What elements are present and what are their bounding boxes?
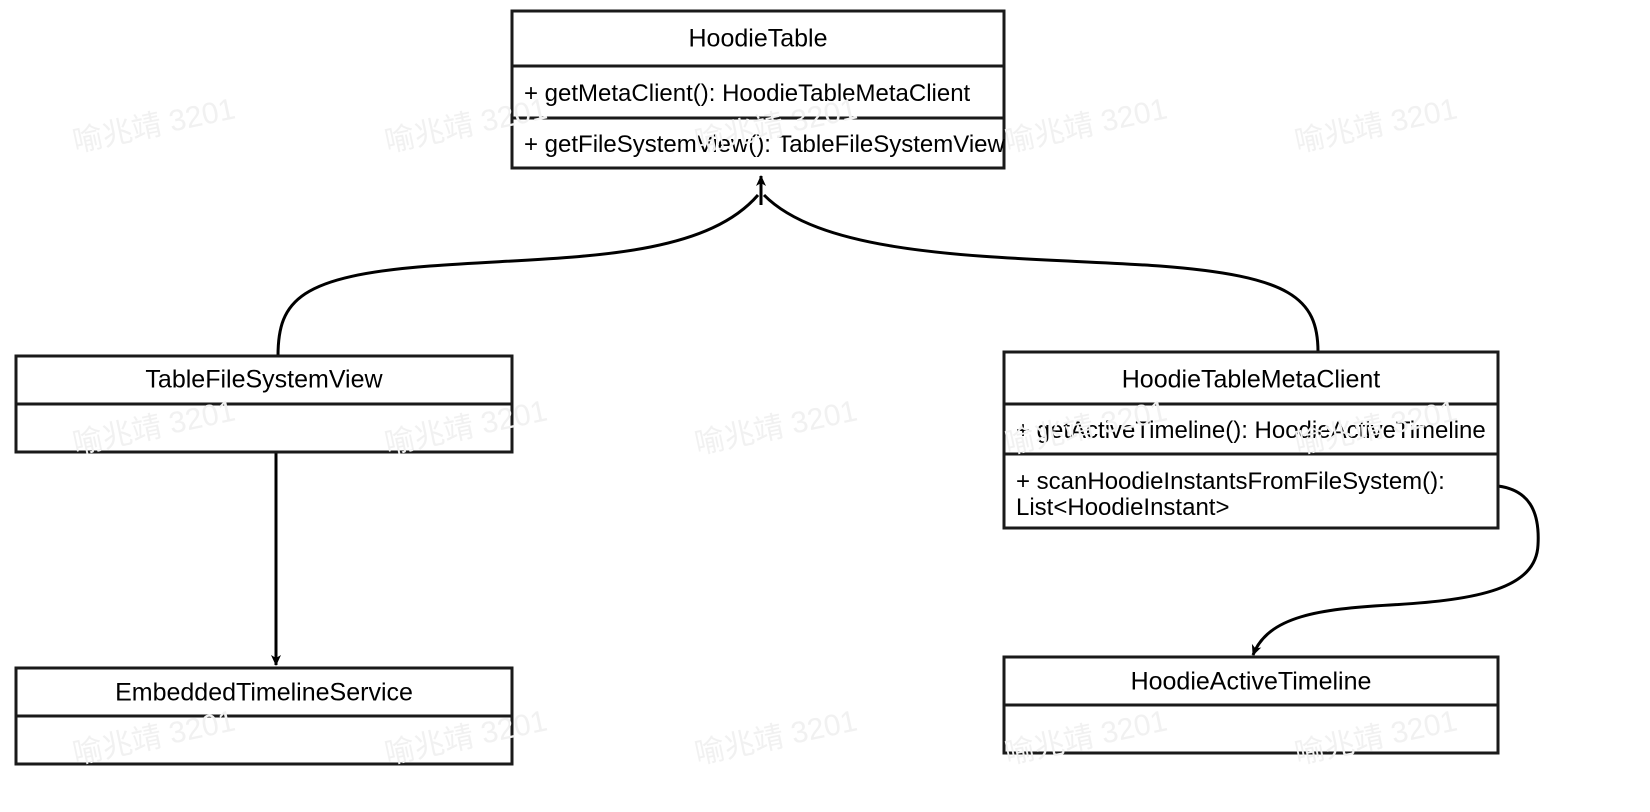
- class-name-hoodieactivetimeline: HoodieActiveTimeline: [1131, 668, 1372, 696]
- class-box-hoodieactivetimeline[interactable]: HoodieActiveTimeline: [1002, 655, 1500, 755]
- class-box-outline: [510, 9, 1006, 170]
- edge-layer: [271, 175, 1540, 666]
- class-name-embeddedtimelineservice: EmbeddedTimelineService: [115, 679, 413, 707]
- edge-hoodietablemetaclient-to-hoodietable: [762, 193, 1320, 353]
- class-member: + scanHoodieInstantsFromFileSystem():: [1016, 468, 1445, 495]
- class-box-hoodietablemetaclient[interactable]: HoodieTableMetaClient + getActiveTimelin…: [1002, 350, 1500, 530]
- class-name-hoodietablemetaclient: HoodieTableMetaClient: [1122, 366, 1381, 394]
- class-member: + getFileSystemView(): TableFileSystemVi…: [524, 131, 1006, 158]
- class-box-embeddedtimelineservice[interactable]: EmbeddedTimelineService: [14, 666, 514, 766]
- class-member: + getActiveTimeline(): HoodieActiveTimel…: [1016, 417, 1486, 444]
- class-member: List<HoodieInstant>: [1016, 494, 1229, 521]
- class-name-hoodietable: HoodieTable: [689, 25, 828, 53]
- edge-hoodietablemetaclient-to-hoodieactivetimeline: [1251, 484, 1540, 656]
- class-name-tablefilesystemview: TableFileSystemView: [145, 366, 383, 394]
- edge-tablefilesystemview-to-hoodietable: [276, 194, 760, 357]
- class-box-outline: [1002, 350, 1500, 530]
- class-member: + getMetaClient(): HoodieTableMetaClient: [524, 80, 971, 107]
- class-box-hoodietable[interactable]: HoodieTable + getMetaClient(): HoodieTab…: [510, 9, 1006, 170]
- class-box-tablefilesystemview[interactable]: TableFileSystemView: [14, 354, 514, 454]
